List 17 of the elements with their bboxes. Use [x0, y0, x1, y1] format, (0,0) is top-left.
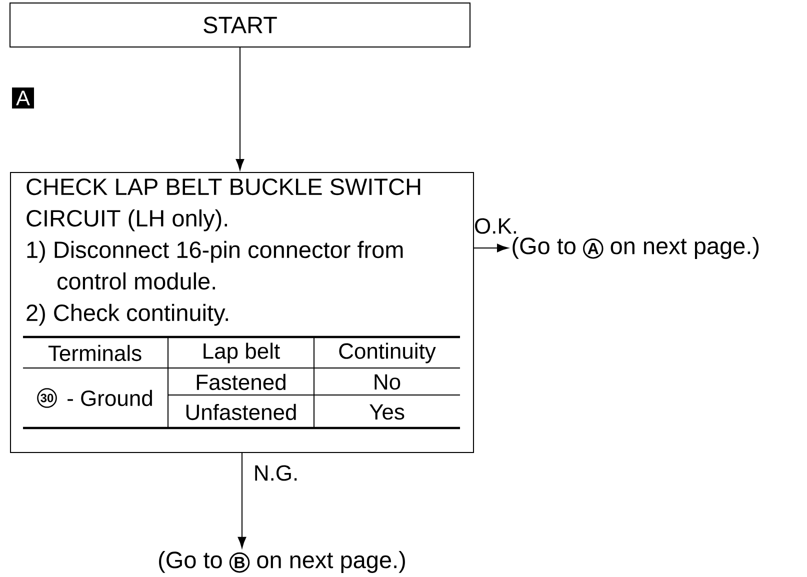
table-cell: Fastened: [196, 374, 286, 390]
table-cell: Yes: [370, 404, 404, 420]
arrow: [474, 244, 508, 252]
table-cell: Continuity: [339, 342, 436, 364]
table-cell: Terminals: [48, 344, 142, 362]
table-cell: - Ground: [68, 390, 152, 406]
start-box: START: [10, 2, 470, 48]
table-cell: Unfastened: [186, 404, 296, 420]
table-cell: No: [374, 374, 400, 390]
arrow: [238, 452, 246, 548]
edge-label: N.G.: [255, 465, 297, 481]
goto-text: (Go to A on next page.): [512, 237, 759, 259]
arrow: [236, 47, 244, 170]
edge-label: O.K.: [475, 218, 516, 234]
table-cell: Lap belt: [204, 342, 280, 364]
goto-text: (Go to B on next page.): [159, 551, 405, 573]
circled-number: 30: [37, 388, 57, 408]
